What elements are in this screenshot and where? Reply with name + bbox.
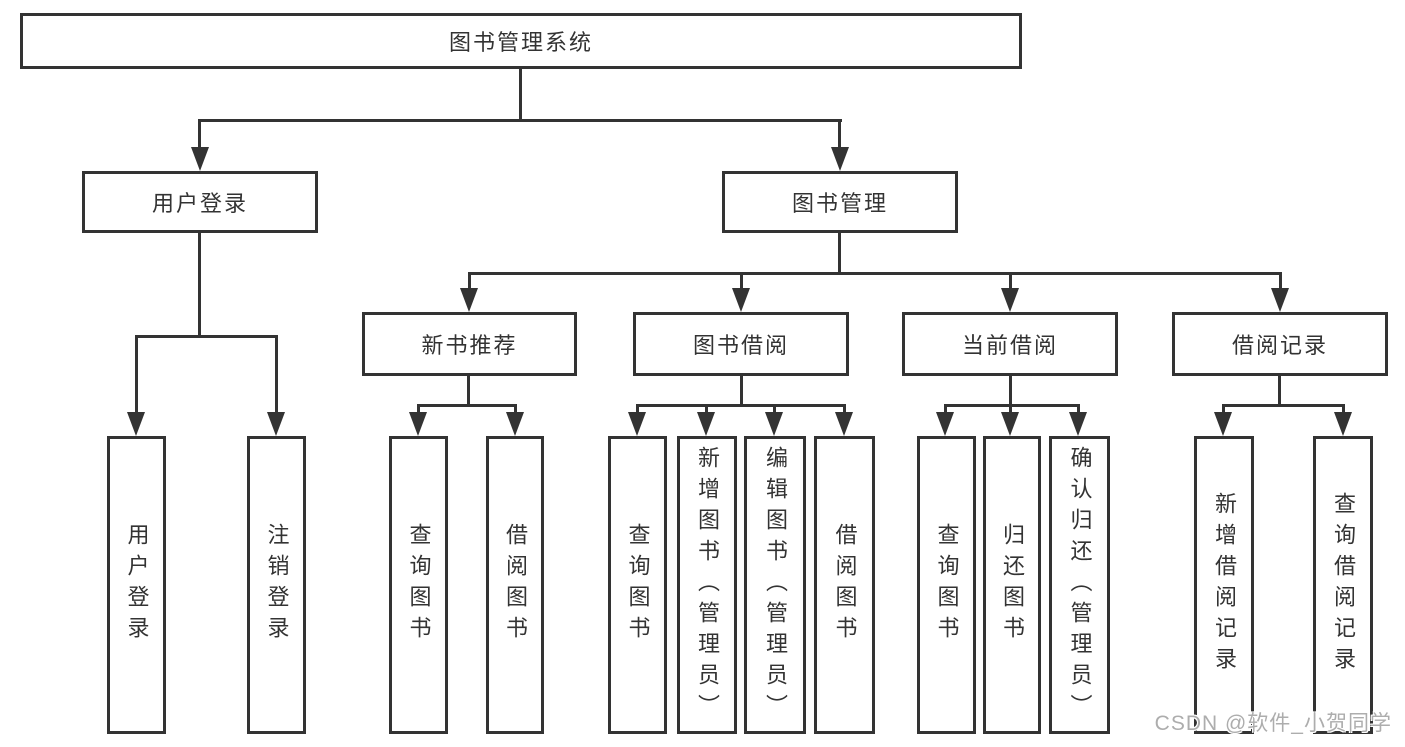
connector-new-books-stem <box>467 376 470 406</box>
node-new-book-recommend-label: 新书推荐 <box>421 333 518 358</box>
node-current-borrow-label: 当前借阅 <box>961 333 1058 358</box>
arrowhead-book-borrow <box>732 288 750 312</box>
leaf-borrow-borrow-books: 借阅图书 <box>814 436 875 734</box>
leaf-current-return-books: 归还图书 <box>983 436 1041 734</box>
leaf-user-login-label: 用户登录 <box>124 523 150 647</box>
connector-book-mgmt-stem <box>838 233 841 274</box>
connector-root-stem <box>519 69 522 120</box>
connector-drop-bb-edit <box>773 404 776 416</box>
leaf-newbooks-query-books-label: 查询图书 <box>406 523 432 647</box>
connector-user-login-bar <box>135 335 278 338</box>
leaf-borrow-borrow-books-label: 借阅图书 <box>832 523 858 647</box>
connector-book-borrow-stem <box>740 376 743 406</box>
connector-drop-current-borrow <box>1009 272 1012 292</box>
connector-drop-borrow-records <box>1279 272 1282 292</box>
connector-drop-new-books <box>468 272 471 292</box>
node-book-borrow: 图书借阅 <box>633 312 849 376</box>
arrowhead-nb-borrow <box>506 412 524 436</box>
connector-drop-cb-return <box>1009 404 1012 416</box>
connector-drop-nb-query <box>417 404 420 416</box>
connector-drop-bb-borrow <box>843 404 846 416</box>
node-current-borrow: 当前借阅 <box>902 312 1118 376</box>
arrowhead-borrow-records <box>1271 288 1289 312</box>
connector-drop-br-add <box>1222 404 1225 416</box>
connector-drop-br-query <box>1342 404 1345 416</box>
leaf-borrow-edit-books-admin: 编辑图书（管理员） <box>744 436 806 734</box>
arrowhead-bb-add <box>697 412 715 436</box>
arrowhead-bb-edit <box>765 412 783 436</box>
arrowhead-cb-confirm <box>1069 412 1087 436</box>
arrowhead-br-query <box>1334 412 1352 436</box>
leaf-current-query-books: 查询图书 <box>917 436 976 734</box>
connector-drop-user-login <box>198 119 201 152</box>
node-root-label: 图书管理系统 <box>448 30 593 55</box>
arrowhead-leaf-logout <box>267 412 285 436</box>
connector-drop-book-borrow <box>740 272 743 292</box>
connector-borrow-records-stem <box>1278 376 1281 406</box>
node-root: 图书管理系统 <box>20 13 1022 69</box>
leaf-current-confirm-return-admin-label: 确认归还（管理员） <box>1067 445 1093 725</box>
leaf-borrow-edit-books-admin-label: 编辑图书（管理员） <box>763 445 788 725</box>
leaf-newbooks-borrow-books-label: 借阅图书 <box>503 523 528 647</box>
node-borrow-records-label: 借阅记录 <box>1231 333 1328 358</box>
leaf-borrow-query-books-label: 查询图书 <box>625 523 651 647</box>
leaf-records-query-record-label: 查询借阅记录 <box>1331 492 1356 678</box>
arrowhead-br-add <box>1214 412 1232 436</box>
connector-drop-cb-confirm <box>1077 404 1080 416</box>
connector-drop-nb-borrow <box>514 404 517 416</box>
connector-drop-bb-query <box>636 404 639 416</box>
arrowhead-book-mgmt <box>831 147 849 171</box>
arrowhead-nb-query <box>409 412 427 436</box>
leaf-records-query-record: 查询借阅记录 <box>1313 436 1373 734</box>
leaf-newbooks-query-books: 查询图书 <box>389 436 448 734</box>
connector-user-login-stem <box>198 233 201 337</box>
arrowhead-user-login <box>191 147 209 171</box>
connector-drop-leaf-logout <box>275 335 278 415</box>
node-book-management: 图书管理 <box>722 171 958 233</box>
leaf-borrow-add-books-admin: 新增图书（管理员） <box>677 436 737 734</box>
connector-level2-bar <box>198 119 842 122</box>
arrowhead-cb-query <box>936 412 954 436</box>
arrowhead-bb-query <box>628 412 646 436</box>
node-book-management-label: 图书管理 <box>791 191 888 216</box>
leaf-current-confirm-return-admin: 确认归还（管理员） <box>1049 436 1110 734</box>
connector-drop-cb-query <box>944 404 947 416</box>
leaf-newbooks-borrow-books: 借阅图书 <box>486 436 544 734</box>
connector-drop-leaf-login <box>135 335 138 415</box>
node-user-login: 用户登录 <box>82 171 318 233</box>
connector-current-borrow-stem <box>1009 376 1012 406</box>
leaf-borrow-query-books: 查询图书 <box>608 436 667 734</box>
node-new-book-recommend: 新书推荐 <box>362 312 577 376</box>
node-book-borrow-label: 图书借阅 <box>692 333 789 358</box>
connector-drop-book-mgmt <box>838 119 841 152</box>
node-user-login-label: 用户登录 <box>151 191 248 216</box>
connector-drop-bb-add <box>705 404 708 416</box>
leaf-user-login: 用户登录 <box>107 436 166 734</box>
connector-new-books-bar <box>417 404 517 407</box>
arrowhead-cb-return <box>1001 412 1019 436</box>
csdn-watermark: CSDN @软件_小贺同学 <box>1154 712 1392 735</box>
arrowhead-leaf-login <box>127 412 145 436</box>
leaf-current-return-books-label: 归还图书 <box>1000 523 1025 647</box>
arrowhead-bb-borrow <box>835 412 853 436</box>
connector-current-borrow-bar <box>944 404 1080 407</box>
leaf-borrow-add-books-admin-label: 新增图书（管理员） <box>695 445 720 725</box>
leaf-current-query-books-label: 查询图书 <box>934 523 960 647</box>
connector-book-borrow-bar <box>636 404 846 407</box>
connector-borrow-records-bar <box>1222 404 1345 407</box>
leaf-logout-label: 注销登录 <box>264 523 290 647</box>
arrowhead-new-books <box>460 288 478 312</box>
leaf-logout: 注销登录 <box>247 436 306 734</box>
leaf-records-add-record-label: 新增借阅记录 <box>1212 492 1237 678</box>
leaf-records-add-record: 新增借阅记录 <box>1194 436 1254 734</box>
connector-level3-bar <box>468 272 1282 275</box>
arrowhead-current-borrow <box>1001 288 1019 312</box>
node-borrow-records: 借阅记录 <box>1172 312 1388 376</box>
